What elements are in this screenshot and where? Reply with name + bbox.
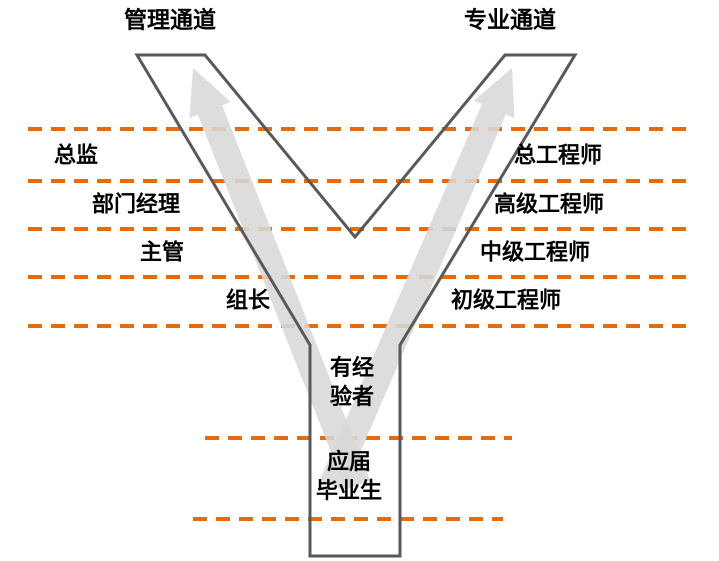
fresh-graduate-line1: 应届	[326, 449, 371, 474]
professional-arrow-shaft	[320, 103, 506, 491]
management-level-label: 主管	[139, 239, 185, 265]
career-path-arrows	[189, 68, 515, 491]
experienced-hire-line1: 有经	[329, 355, 374, 380]
y-shape-outline	[134, 53, 578, 558]
level-separator-lines	[28, 127, 691, 521]
professional-level-label: 高级工程师	[493, 191, 605, 217]
management-level-label: 组长	[225, 287, 271, 313]
management-level-label: 总监	[53, 142, 99, 168]
experienced-hire-label: 有经 验者	[307, 353, 397, 411]
professional-arrowhead	[474, 68, 515, 118]
professional-level-label: 中级工程师	[479, 239, 591, 265]
fresh-graduate-line2: 毕业生	[315, 478, 382, 503]
professional-channel-title: 专业通道	[464, 6, 556, 33]
management-channel-title: 管理通道	[124, 6, 216, 33]
management-arrow-shaft	[197, 105, 371, 490]
professional-level-label: 总工程师	[513, 142, 603, 168]
management-arrowhead	[189, 68, 231, 119]
management-level-label: 部门经理	[91, 191, 181, 217]
fresh-graduate-label: 应届 毕业生	[304, 447, 394, 505]
experienced-hire-line2: 验者	[329, 384, 374, 409]
professional-level-label: 初级工程师	[450, 287, 562, 313]
